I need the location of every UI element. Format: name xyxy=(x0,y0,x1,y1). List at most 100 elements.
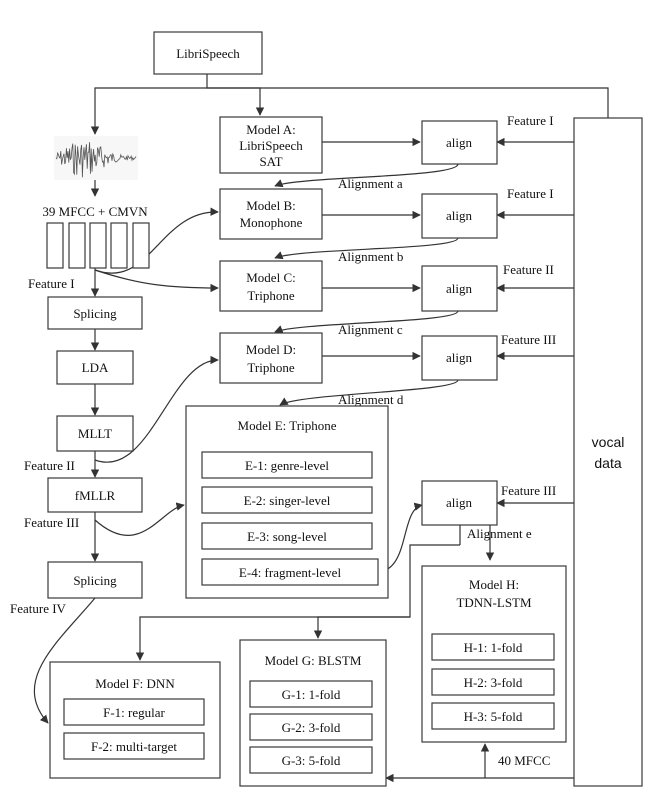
alignment-e-label: Alignment e xyxy=(467,526,532,541)
model-b-box: Model B: Monophone xyxy=(219,188,323,240)
align-e-to-model-g-arrow xyxy=(313,616,410,639)
model-f-item xyxy=(63,732,205,760)
model-f-box: Model F: DNN F-1: regular F-2: multi-tar… xyxy=(49,661,221,779)
model-h-item xyxy=(431,702,555,730)
model-b-title: Model B: xyxy=(246,198,295,213)
align-box-c: align xyxy=(421,265,498,312)
align-box-b: align xyxy=(421,193,498,239)
model-f-title: Model F: DNN xyxy=(95,676,175,691)
alignment-c-label: Alignment c xyxy=(338,322,403,337)
alignment-b-arrow xyxy=(274,237,459,260)
mfcc-bar xyxy=(68,222,86,269)
model-h-name: TDNN-LSTM xyxy=(456,595,532,610)
alignment-d-label: Alignment d xyxy=(338,392,404,407)
model-f-item xyxy=(63,698,205,726)
vocal-data-label: data xyxy=(594,455,621,471)
connectors xyxy=(33,74,609,783)
model-f-item-label: F-1: regular xyxy=(103,705,165,720)
feature-label-2: Feature II xyxy=(24,458,75,473)
alignment-a-label: Alignment a xyxy=(338,176,403,191)
align-box-d: align xyxy=(421,335,498,381)
mllt-box: MLLT xyxy=(56,415,134,452)
model-g-item-label: G-3: 5-fold xyxy=(282,753,341,768)
right-feature-label: Feature III xyxy=(501,332,556,347)
mfcc-bar xyxy=(89,222,107,269)
librispeech-to-model-a-arrow xyxy=(206,74,265,116)
model-h-item xyxy=(431,668,555,696)
model-h-box: Model H: TDNN-LSTM H-1: 1-fold H-2: 3-fo… xyxy=(421,565,567,743)
alignment-b-label: Alignment b xyxy=(338,249,403,264)
model-g-item-label: G-2: 3-fold xyxy=(282,720,341,735)
feature-label-3: Feature III xyxy=(24,515,79,530)
model-e-item xyxy=(201,522,373,550)
align-label: align xyxy=(446,135,472,150)
splicing-box-2: Splicing xyxy=(47,561,143,599)
model-c-title: Model C: xyxy=(246,270,295,285)
waveform-icon xyxy=(54,136,138,180)
model-h-item-label: H-2: 3-fold xyxy=(464,675,523,690)
splicing-label: Splicing xyxy=(73,306,117,321)
model-e-item-label: E-4: fragment-level xyxy=(239,565,342,580)
feature1-to-model-b-arrow xyxy=(94,207,219,274)
model-a-sub: SAT xyxy=(259,154,282,169)
librispeech-box: LibriSpeech xyxy=(153,31,263,75)
splicing-label: Splicing xyxy=(73,573,117,588)
feature-label-1: Feature I xyxy=(28,276,75,291)
vocal-data-box: vocal data xyxy=(573,117,643,787)
model-e-item xyxy=(201,451,373,479)
lda-label: LDA xyxy=(82,360,109,375)
model-e-title: Model E: Triphone xyxy=(238,418,337,433)
splicing-to-model-f-arrow xyxy=(33,597,96,724)
model-h-title: Model H: xyxy=(469,577,519,592)
align-box-e: align xyxy=(421,480,498,526)
mfcc40-label: 40 MFCC xyxy=(498,753,550,768)
model-e-item-label: E-2: singer-level xyxy=(244,493,331,508)
mllt-label: MLLT xyxy=(78,426,112,441)
model-e-item xyxy=(201,558,379,586)
model-e-box: Model E: Triphone E-1: genre-level E-2: … xyxy=(185,405,389,599)
model-h-item-label: H-3: 5-fold xyxy=(464,709,523,724)
mfcc-bar xyxy=(110,222,128,269)
model-e-item-label: E-1: genre-level xyxy=(245,458,329,473)
model-a-box: Model A: LibriSpeech SAT xyxy=(219,116,323,174)
align-box-a: align xyxy=(421,120,498,165)
model-g-item xyxy=(249,680,373,708)
model-a-name: LibriSpeech xyxy=(239,138,303,153)
feature1-to-model-c-arrow xyxy=(94,269,219,293)
mfcc-bar xyxy=(46,222,64,269)
model-g-item-label: G-1: 1-fold xyxy=(282,687,341,702)
vocal-label: vocal xyxy=(592,434,625,450)
align-label: align xyxy=(446,350,472,365)
right-feature-label: Feature I xyxy=(507,186,554,201)
mfcc-bar xyxy=(132,222,150,269)
alignment-c-arrow xyxy=(274,310,459,334)
alignment-d-arrow xyxy=(279,379,459,406)
align-label: align xyxy=(446,495,472,510)
fmllr-to-model-e-arrow xyxy=(94,502,185,536)
model-e-item xyxy=(201,486,373,514)
vocal-to-waveform-arrow xyxy=(90,87,609,135)
model-g-item xyxy=(249,746,373,774)
model-e-item-label: E-3: song-level xyxy=(247,529,327,544)
model-d-name: Triphone xyxy=(247,360,294,375)
lda-box: LDA xyxy=(56,350,134,385)
right-feature-label: Feature III xyxy=(501,483,556,498)
model-g-item xyxy=(249,713,373,741)
model-h-item xyxy=(431,633,555,661)
feature-label-4: Feature IV xyxy=(10,601,67,616)
mfcc39-label: 39 MFCC + CMVN xyxy=(42,204,148,219)
splicing-box-1: Splicing xyxy=(47,296,143,330)
model-h-item-label: H-1: 1-fold xyxy=(464,640,523,655)
model-g-box: Model G: BLSTM G-1: 1-fold G-2: 3-fold G… xyxy=(239,639,387,787)
right-feature-label: Feature I xyxy=(507,113,554,128)
librispeech-label: LibriSpeech xyxy=(176,46,240,61)
mllt-to-model-d-arrow xyxy=(94,355,219,463)
model-b-name: Monophone xyxy=(240,215,303,230)
model-c-name: Triphone xyxy=(247,288,294,303)
model-a-title: Model A: xyxy=(246,122,295,137)
right-feature-label: Feature II xyxy=(503,262,554,277)
model-d-box: Model D: Triphone xyxy=(219,332,323,384)
fmllr-label: fMLLR xyxy=(75,488,116,503)
